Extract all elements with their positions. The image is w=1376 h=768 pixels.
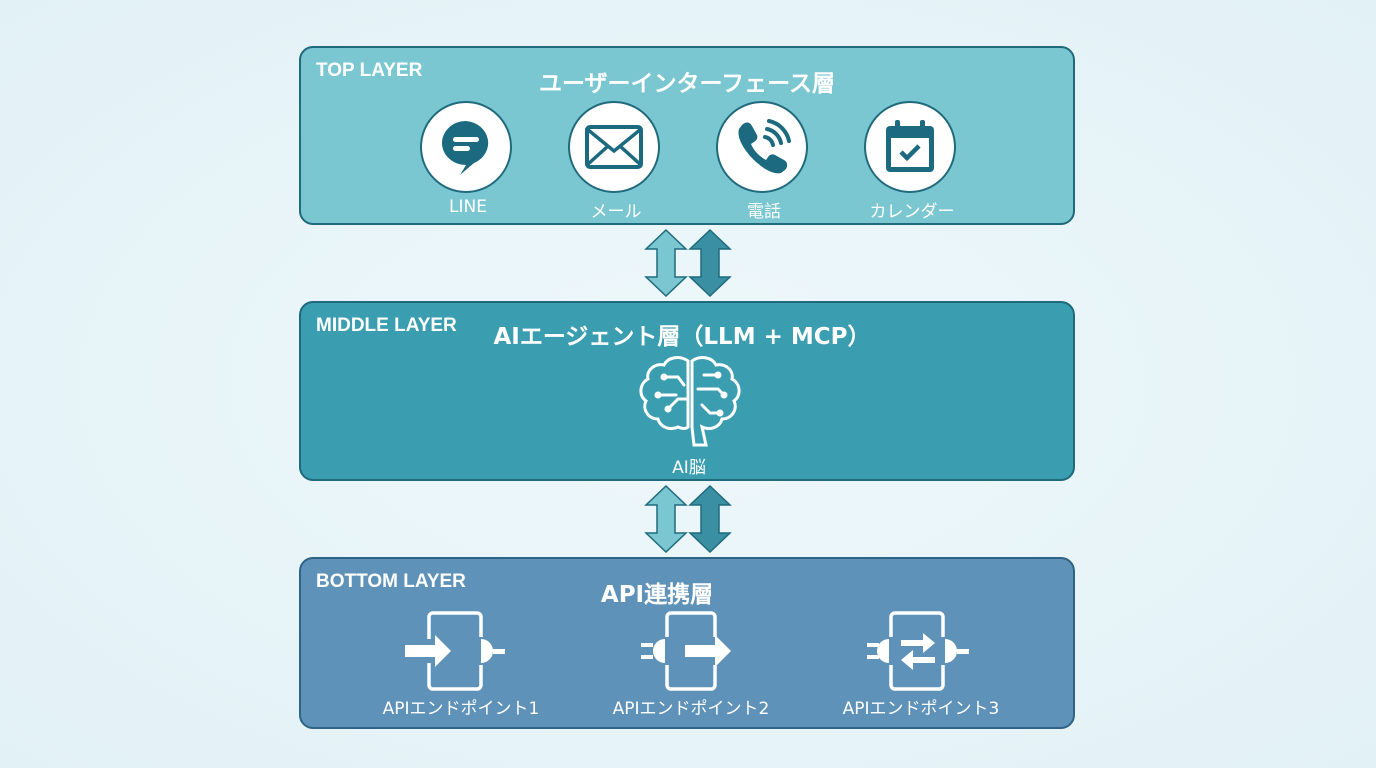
calendar-icon bbox=[864, 101, 956, 193]
top-layer-panel: TOP LAYER ユーザーインターフェース層 LINE メール 電話 カレンダ… bbox=[299, 46, 1075, 225]
layer-tag: MIDDLE LAYER bbox=[316, 315, 457, 336]
channel-label: メール bbox=[590, 202, 642, 222]
ai-brain-label: AI脳 bbox=[672, 458, 706, 478]
layer-title: API連携層 bbox=[600, 582, 714, 608]
channel-label: カレンダー bbox=[869, 202, 955, 222]
layer-tag: BOTTOM LAYER bbox=[316, 571, 466, 592]
phone-icon bbox=[716, 101, 808, 193]
bidirectional-arrows-icon bbox=[644, 485, 732, 553]
layer-tag: TOP LAYER bbox=[316, 60, 423, 81]
layer-title: AIエージェント層（LLM + MCP） bbox=[493, 324, 871, 350]
envelope-icon bbox=[568, 101, 660, 193]
middle-layer-panel: MIDDLE LAYER AIエージェント層（LLM + MCP） AI脳 bbox=[299, 301, 1075, 481]
api-exchange-icon bbox=[867, 611, 969, 691]
chat-bubble-icon bbox=[420, 101, 512, 193]
bottom-layer-panel: BOTTOM LAYER API連携層 APIエンドポイント1 APIエンドポイ… bbox=[299, 557, 1075, 729]
api-endpoint-label: APIエンドポイント3 bbox=[842, 699, 1000, 719]
api-endpoint-label: APIエンドポイント2 bbox=[612, 699, 770, 719]
brain-circuit-icon bbox=[639, 356, 741, 447]
layer-title: ユーザーインターフェース層 bbox=[538, 71, 835, 97]
api-endpoint-label: APIエンドポイント1 bbox=[382, 699, 540, 719]
channel-label: 電話 bbox=[747, 202, 781, 222]
api-outbound-icon bbox=[641, 611, 731, 691]
bidirectional-arrows-icon bbox=[644, 229, 732, 297]
api-inbound-icon bbox=[405, 611, 505, 691]
channel-label: LINE bbox=[449, 197, 487, 217]
